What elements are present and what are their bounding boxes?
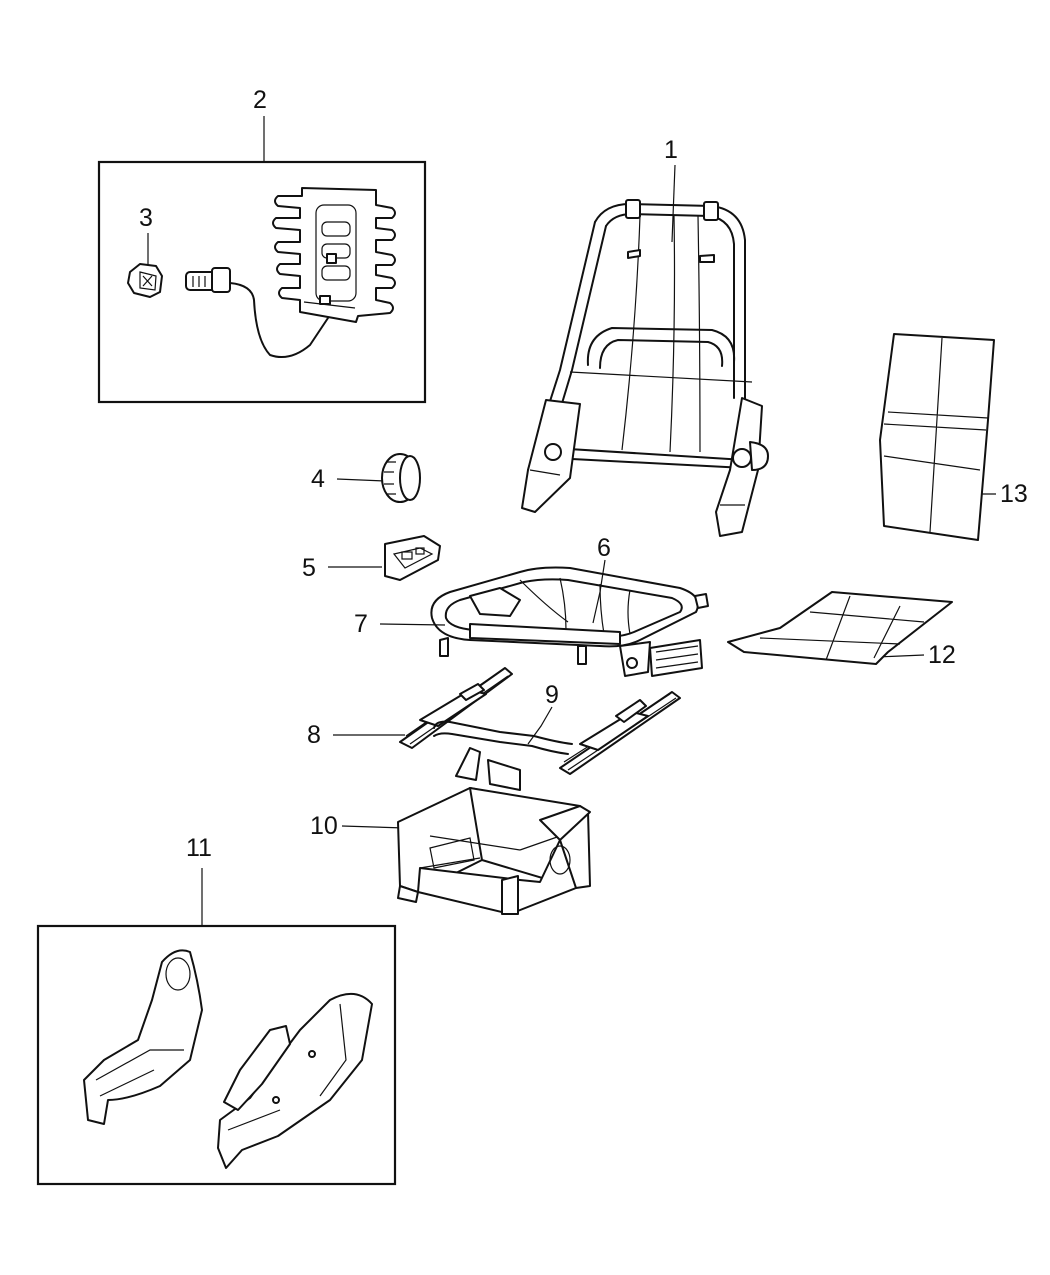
leader-lines [147, 116, 996, 926]
callout-5: 5 [302, 554, 316, 582]
leader-9 [527, 706, 553, 745]
callout-10: 10 [310, 812, 338, 840]
group-box-2 [97, 160, 427, 404]
callout-1: 1 [664, 136, 678, 164]
callout-8: 8 [307, 721, 321, 749]
callout-13: 13 [1000, 480, 1028, 508]
callout-7: 7 [354, 610, 368, 638]
callout-3: 3 [139, 204, 153, 232]
leader-4 [336, 478, 386, 482]
part-3-knob [127, 263, 163, 298]
leader-1 [671, 164, 676, 243]
part-5-switch [384, 535, 441, 581]
leader-6 [592, 559, 606, 624]
part-8-9-tracks [399, 667, 681, 775]
part-11-side-shields [83, 949, 373, 1169]
part-4-handwheel [381, 453, 421, 503]
callout-6: 6 [597, 534, 611, 562]
callout-2: 2 [253, 86, 267, 114]
leader-10 [341, 825, 406, 829]
callout-12: 12 [928, 641, 956, 669]
part-2-lumbar-mat [185, 187, 396, 358]
part-10-riser [397, 747, 591, 915]
part-12-cushion-pad [727, 591, 953, 665]
callout-9: 9 [545, 681, 559, 709]
group-box-11 [36, 924, 397, 1186]
leader-12 [876, 654, 925, 658]
part-1-seat-back-frame [521, 199, 769, 537]
part-6-7-cushion-frame [430, 566, 709, 677]
callout-11: 11 [186, 834, 212, 862]
part-13-back-pad [879, 333, 995, 541]
callout-4: 4 [311, 465, 325, 493]
